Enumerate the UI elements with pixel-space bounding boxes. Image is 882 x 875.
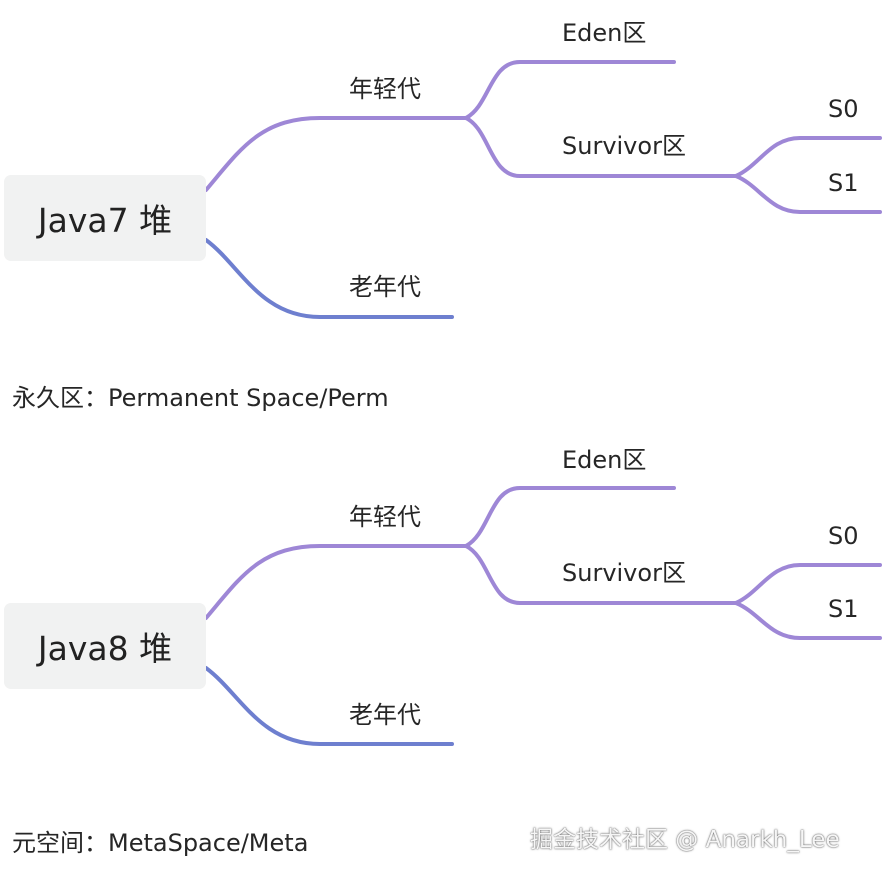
survivor-label: Survivor区 bbox=[562, 559, 686, 587]
s0-label: S0 bbox=[828, 522, 859, 550]
survivor-to-s0-line bbox=[734, 136, 882, 178]
eden-label: Eden区 bbox=[562, 446, 647, 474]
java7-branch-lines bbox=[204, 60, 882, 319]
survivor-label: Survivor区 bbox=[562, 132, 686, 160]
root-node: Java8 堆 bbox=[4, 603, 206, 689]
root-to-young-line bbox=[204, 116, 468, 192]
java8-branch-lines bbox=[204, 486, 882, 746]
s1-label: S1 bbox=[828, 169, 859, 197]
s1-label: S1 bbox=[828, 595, 859, 623]
root-to-old-line bbox=[204, 238, 454, 319]
eden-label: Eden区 bbox=[562, 19, 647, 47]
survivor-to-s1-line bbox=[734, 174, 882, 214]
young-gen-label: 年轻代 bbox=[349, 503, 421, 531]
root-node: Java7 堆 bbox=[4, 175, 206, 261]
survivor-to-s0-line bbox=[734, 563, 882, 605]
old-gen-label: 老年代 bbox=[349, 273, 421, 301]
perm-space-note: 永久区：Permanent Space/Perm bbox=[12, 384, 389, 412]
young-to-eden-line bbox=[464, 60, 676, 120]
java7-heap-mindmap: Java7 堆 年轻代 Eden区 Survivor区 S0 S1 老年代 bbox=[0, 0, 882, 340]
young-to-survivor-line bbox=[464, 116, 738, 178]
young-to-eden-line bbox=[464, 486, 676, 548]
old-gen-label: 老年代 bbox=[349, 701, 421, 729]
s0-label: S0 bbox=[828, 95, 859, 123]
site-watermark: 掘金技术社区 @ Anarkh_Lee bbox=[530, 827, 840, 853]
young-to-survivor-line bbox=[464, 544, 738, 605]
root-to-young-line bbox=[204, 544, 468, 620]
root-to-old-line bbox=[204, 666, 454, 746]
metaspace-note: 元空间：MetaSpace/Meta bbox=[12, 829, 309, 857]
survivor-to-s1-line bbox=[734, 601, 882, 640]
young-gen-label: 年轻代 bbox=[349, 75, 421, 103]
java8-heap-mindmap: Java8 堆 年轻代 Eden区 Survivor区 S0 S1 老年代 bbox=[0, 428, 882, 768]
